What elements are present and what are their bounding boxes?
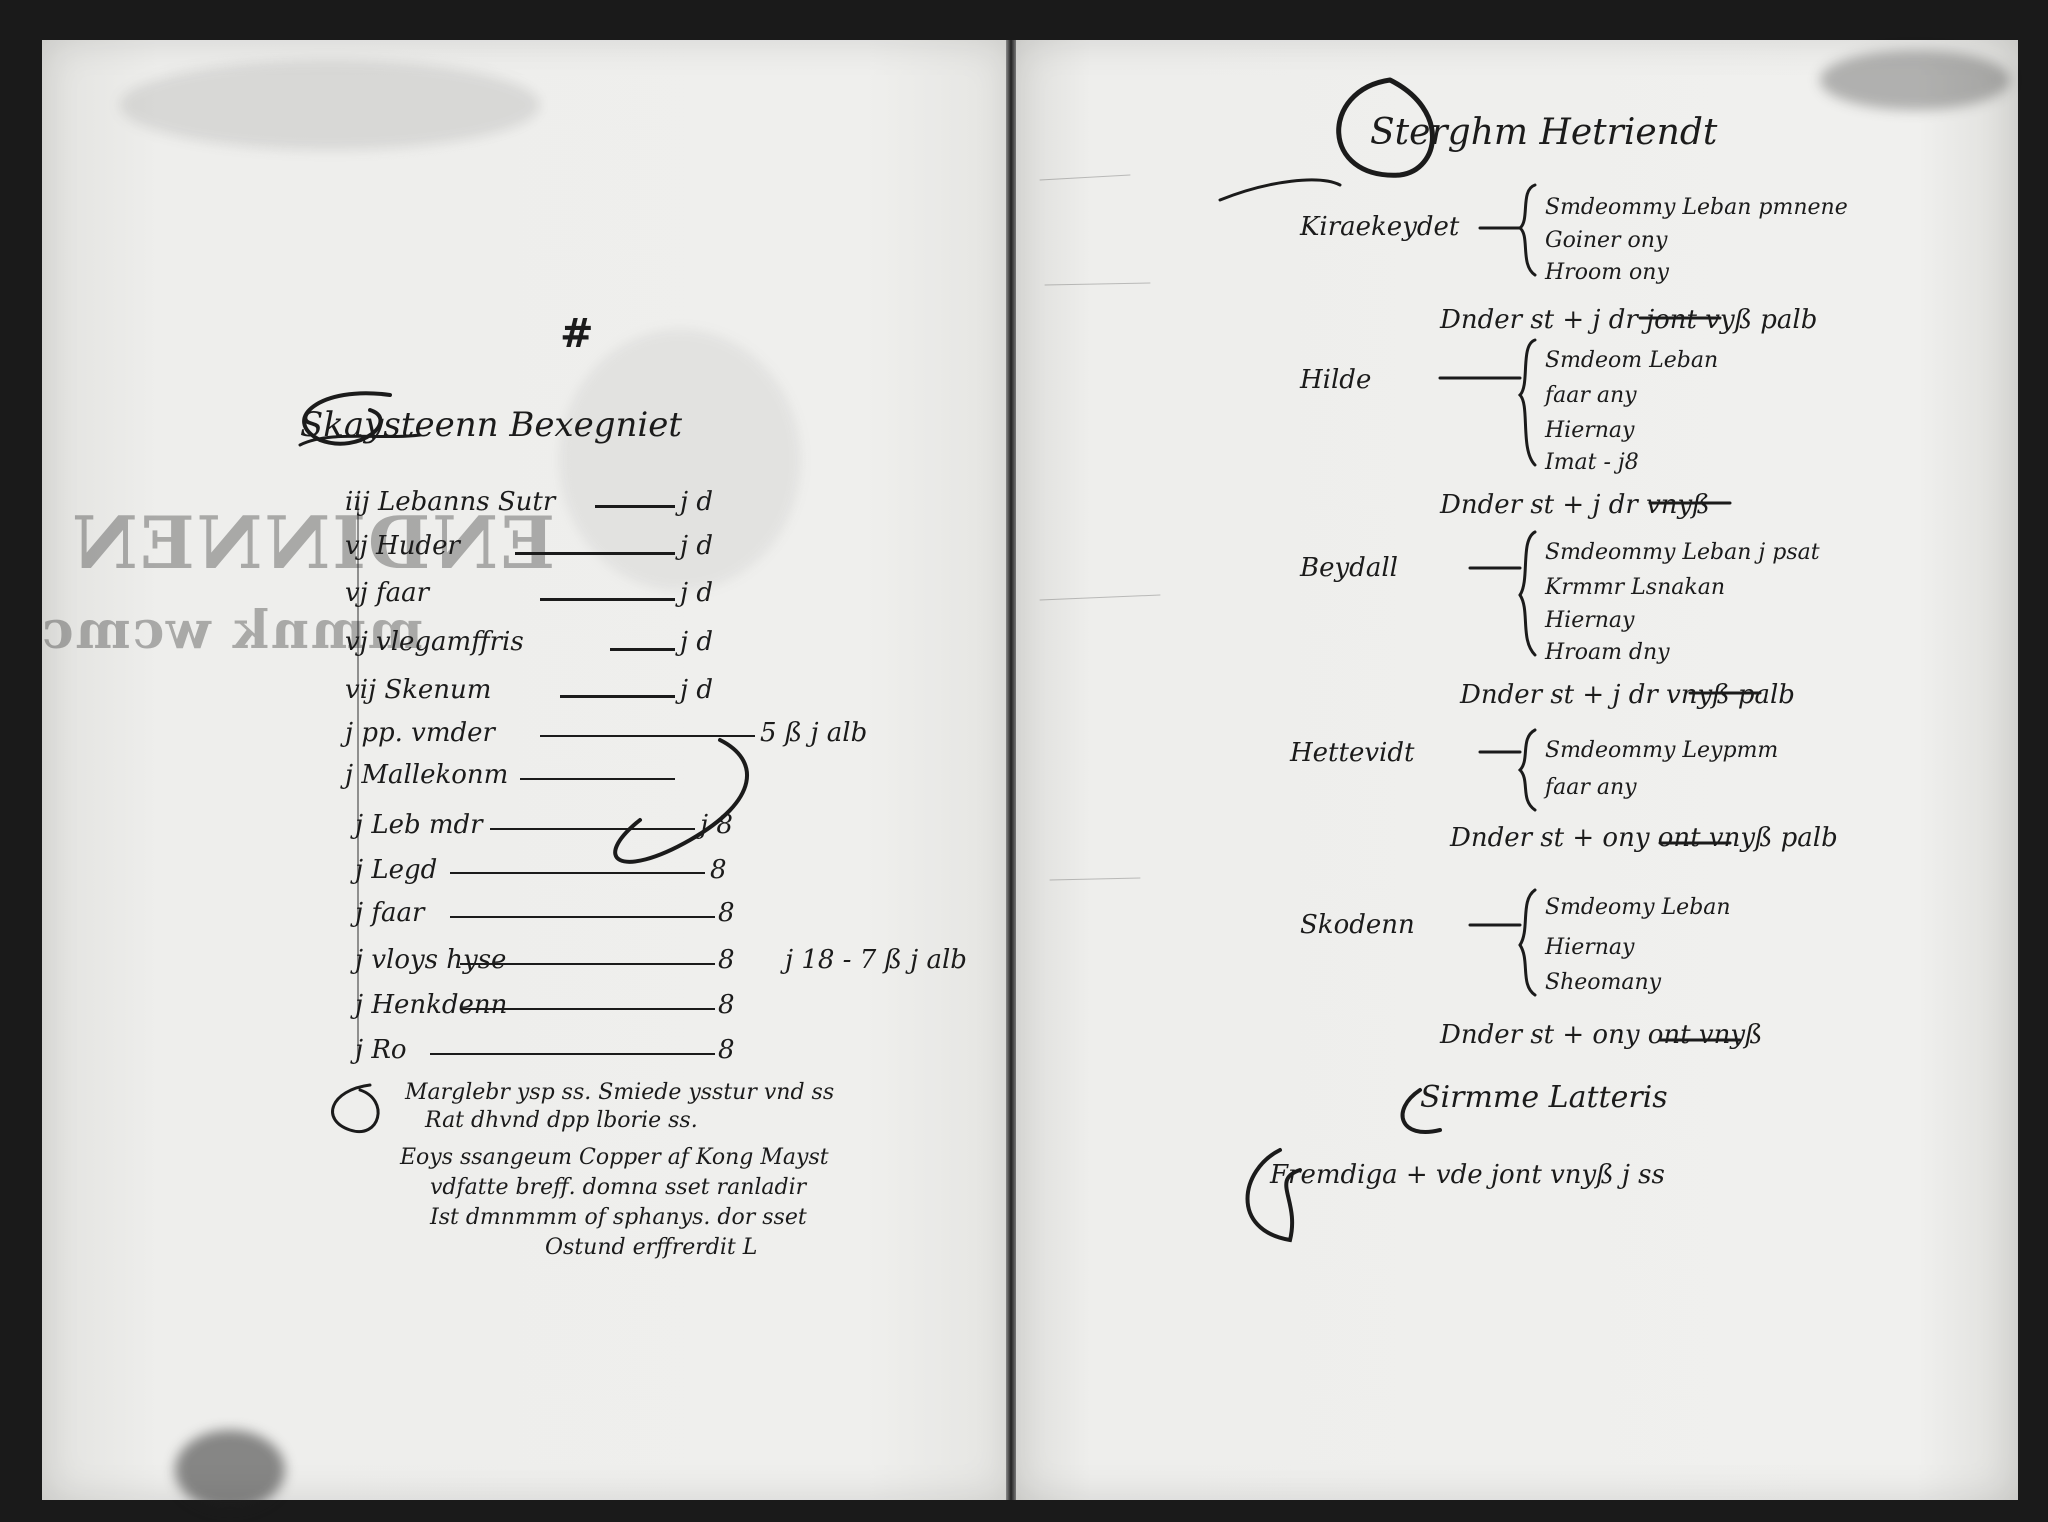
ledger-rule — [430, 1053, 715, 1055]
ledger-rule — [450, 916, 715, 918]
parish-total: Dnder st + ony ont vnyß — [1440, 1020, 1763, 1050]
entry-text: iij Lebanns Sutr — [345, 487, 556, 517]
parish-item: faar any — [1545, 775, 1637, 800]
note-line: Ist dmnmmm of sphanys. dor sset — [430, 1205, 807, 1230]
parish-item: Hroam dny — [1545, 640, 1670, 665]
ledger-rule — [540, 598, 675, 601]
paper-stain — [120, 60, 540, 150]
parish-item: Hroom ony — [1545, 260, 1669, 285]
ledger-rule — [610, 648, 675, 651]
ledger-rule — [490, 828, 695, 830]
parish-item: Hiernay — [1545, 935, 1635, 960]
entry-text: vj vlegamffris — [345, 627, 524, 657]
ledger-rule — [540, 735, 755, 737]
entry-side-total: j 18 - 7 ß j alb — [785, 945, 967, 975]
parish-item: Hiernay — [1545, 418, 1635, 443]
note-line: Eoys ssangeum Copper af Kong Mayst — [400, 1145, 829, 1170]
parish-item: Smdeommy Leban j psat — [1545, 540, 1820, 565]
entry-amount: 8 — [718, 1035, 735, 1065]
parish-item: faar any — [1545, 383, 1637, 408]
parish-item: Imat - j8 — [1545, 450, 1639, 475]
parish-name: Hilde — [1300, 365, 1372, 395]
parish-total: Dnder st + j dr vnyß palb — [1460, 680, 1795, 710]
parish-total: Dnder st + j dr vnyß — [1440, 490, 1710, 520]
entry-amount: j d — [680, 675, 713, 705]
entry-text: j Leb mdr — [355, 810, 483, 840]
entry-amount: 8 — [718, 990, 735, 1020]
ledger-rule — [460, 963, 715, 965]
parish-item: Smdeommy Leypmm — [1545, 738, 1779, 763]
footer-heading: Sirmme Latteris — [1420, 1080, 1668, 1115]
entry-amount: 5 ß j alb — [760, 718, 868, 748]
entry-text: vij Skenum — [345, 675, 492, 705]
parish-item: Sheomany — [1545, 970, 1662, 995]
parish-total: Dnder st + j dr jont vyß palb — [1440, 305, 1818, 335]
entry-text: j Mallekonm — [345, 760, 509, 790]
entry-amount: 8 — [718, 945, 735, 975]
right-page — [1010, 40, 2018, 1500]
parish-item: Goiner ony — [1545, 228, 1668, 253]
parish-name: Hettevidt — [1290, 738, 1415, 768]
ledger-rule — [515, 552, 675, 555]
entry-text: j faar — [355, 898, 425, 928]
paper-stain — [1820, 50, 2010, 110]
parish-item: Smdeom Leban — [1545, 348, 1719, 373]
entry-amount: j d — [680, 531, 713, 561]
entry-amount: j d — [680, 487, 713, 517]
entry-amount: j d — [680, 627, 713, 657]
entry-text: j Ro — [355, 1035, 407, 1065]
ledger-rule — [560, 695, 675, 698]
ledger-rule — [460, 1008, 715, 1010]
entry-text: vj Huder — [345, 531, 460, 561]
parish-name: Beydall — [1300, 553, 1398, 583]
parish-item: Krmmr Lsnakan — [1545, 575, 1725, 600]
parish-item: Smdeomy Leban — [1545, 895, 1731, 920]
ledger-rule — [450, 872, 705, 874]
note-line: vdfatte breff. domna sset ranladir — [430, 1175, 807, 1200]
entry-text: j vloys hyse — [355, 945, 507, 975]
note-line: Ostund erffrerdit L — [545, 1235, 758, 1260]
entry-amount: 8 — [718, 898, 735, 928]
parish-name: Skodenn — [1300, 910, 1415, 940]
note-line: Rat dhvnd dpp lborie ss. — [425, 1108, 698, 1133]
entry-amount: j d — [680, 578, 713, 608]
parish-name: Kiraekeydet — [1300, 212, 1460, 242]
marginal-mark: # — [560, 310, 594, 357]
footer-line: Fremdiga + vde jont vnyß j ss — [1270, 1160, 1665, 1190]
parish-total: Dnder st + ony ont vnyß palb — [1450, 823, 1838, 853]
parish-item: Smdeommy Leban pmnene — [1545, 195, 1848, 220]
entry-text: j Legd — [355, 855, 438, 885]
note-line: Marglebr ysp ss. Smiede ysstur vnd ss — [405, 1080, 835, 1105]
ledger-rule — [520, 778, 675, 780]
parish-item: Hiernay — [1545, 608, 1635, 633]
binding-knot — [175, 1430, 285, 1510]
entry-amount: 8 — [710, 855, 727, 885]
left-page — [42, 40, 1012, 1500]
ledger-rule — [595, 505, 675, 508]
entry-text: vj faar — [345, 578, 430, 608]
book-gutter — [1006, 40, 1016, 1500]
entry-text: j pp. vmder — [345, 718, 495, 748]
paper-stain — [560, 330, 800, 590]
entry-text: j Henkdenn — [355, 990, 508, 1020]
